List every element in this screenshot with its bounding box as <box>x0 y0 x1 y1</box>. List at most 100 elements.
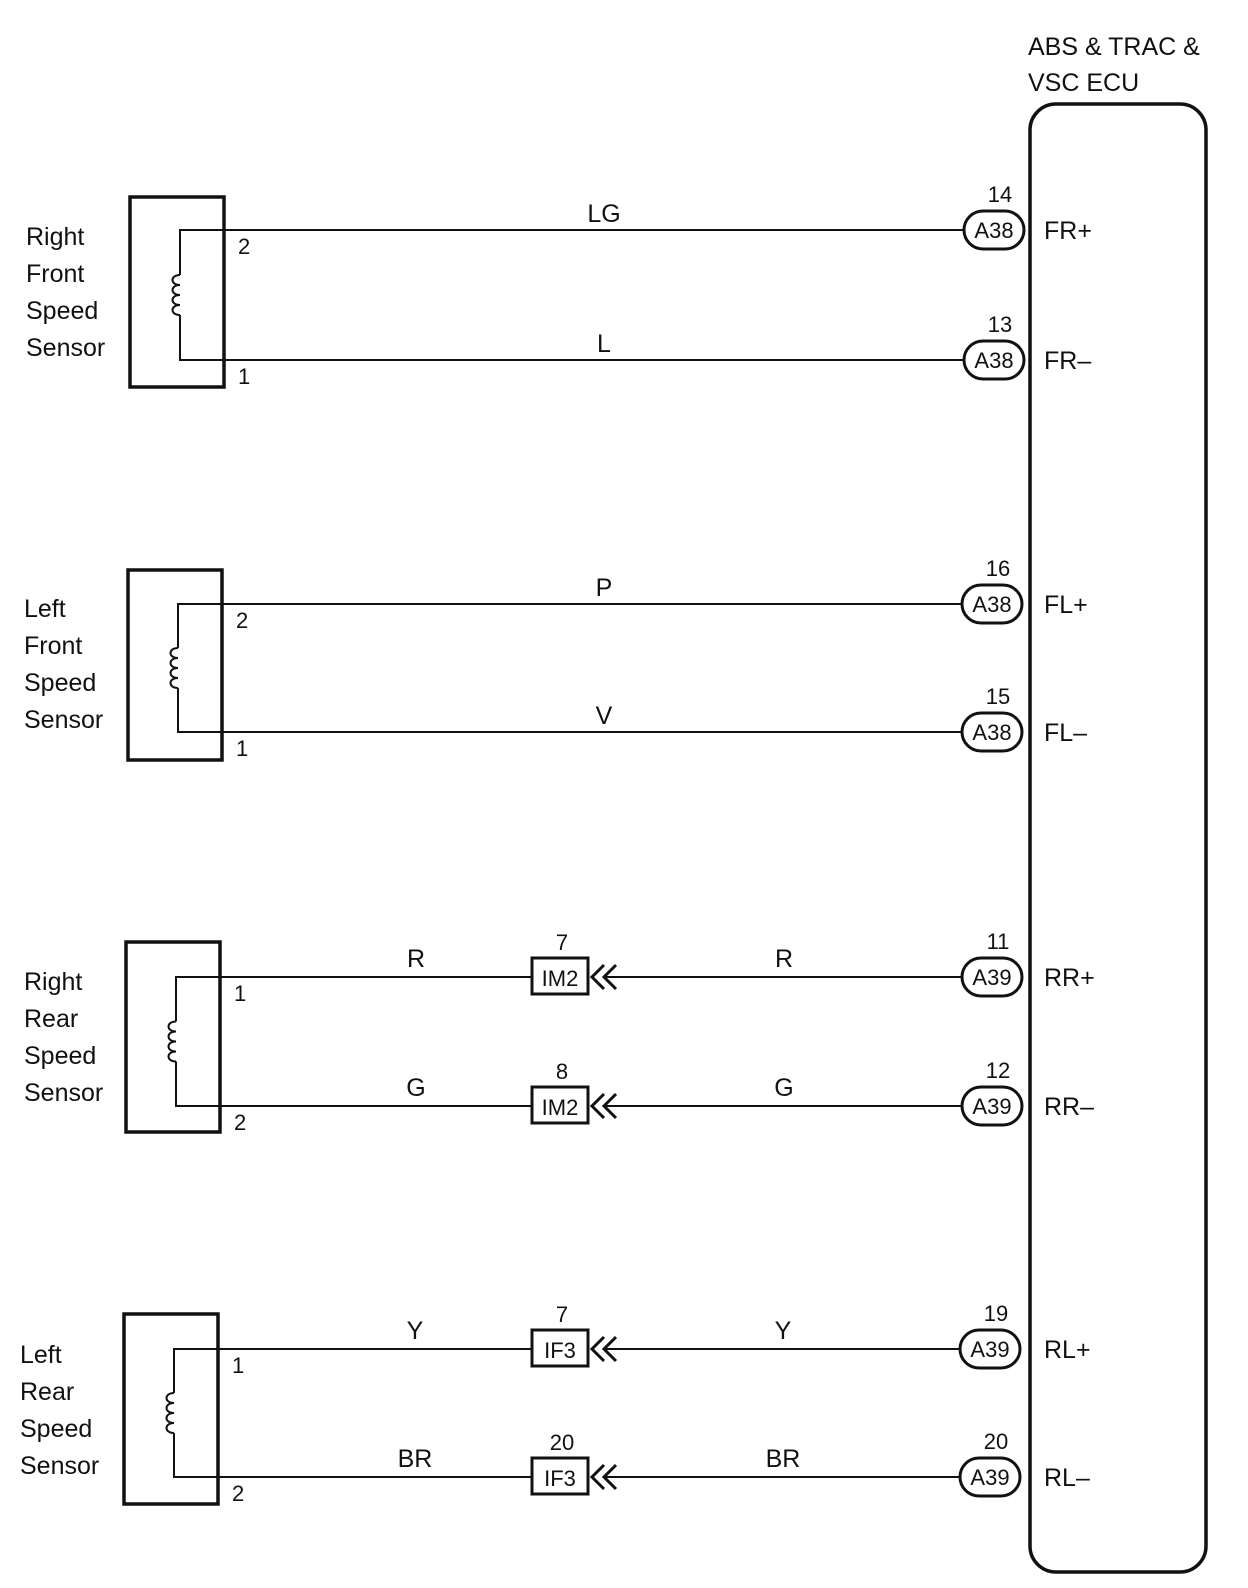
sensor-label-line: Speed <box>24 669 96 697</box>
coil-icon <box>167 1020 177 1063</box>
sensor-internal-wire <box>173 1348 218 1393</box>
ecu-terminal-name: FL+ <box>1044 591 1088 619</box>
sensor-label-line: Right <box>24 968 82 996</box>
inline-connector-box <box>530 956 590 996</box>
sensor-pin-number: 1 <box>238 364 250 389</box>
sensor-pin-number: 1 <box>234 981 246 1006</box>
ecu-pin-number: 12 <box>986 1058 1010 1083</box>
coil-icon <box>165 1392 175 1434</box>
sensor-box <box>128 195 226 389</box>
wire-color-label: L <box>597 330 611 358</box>
ecu-connector-code: A38 <box>974 218 1013 243</box>
sensor-label-line: Left <box>24 595 66 623</box>
ecu-pin-number: 13 <box>988 312 1012 337</box>
ecu-title-line2: VSC ECU <box>1028 69 1139 97</box>
ecu-connector-oval <box>960 1085 1024 1127</box>
ecu-pin-number: 20 <box>984 1429 1008 1454</box>
ecu-connector-oval <box>960 711 1024 753</box>
wire-color-label: V <box>596 702 613 730</box>
ecu-connector-code: A38 <box>974 348 1013 373</box>
inline-pin-number: 8 <box>556 1059 568 1084</box>
ecu-connector-code: A39 <box>972 965 1011 990</box>
inline-connector-code: IM2 <box>542 1095 579 1120</box>
sensor-pin-number: 1 <box>232 1353 244 1378</box>
wire-color-label: P <box>596 574 613 602</box>
sensor-label-line: Front <box>26 260 84 288</box>
sensor-internal-wire <box>173 1433 218 1478</box>
ecu-terminal-name: RL– <box>1044 1464 1090 1492</box>
sensor-label-line: Sensor <box>24 706 103 734</box>
sensor-label-line: Rear <box>20 1378 74 1406</box>
ecu-connector-code: A38 <box>972 592 1011 617</box>
sensor-internal-wire <box>175 976 220 1022</box>
ecu-connector-oval <box>958 1456 1022 1498</box>
sensor-internal-wire <box>177 688 222 733</box>
inline-connector-code: IF3 <box>544 1466 576 1491</box>
ecu-connector-code: A39 <box>970 1337 1009 1362</box>
sensor-label-line: Left <box>20 1341 62 1369</box>
sensor-box <box>124 940 222 1134</box>
ecu-pin-number: 14 <box>988 182 1012 207</box>
ecu-pin-number: 16 <box>986 556 1010 581</box>
ecu-connector-oval <box>962 339 1026 381</box>
sensor-label-line: Speed <box>26 297 98 325</box>
ecu-box <box>1028 102 1208 1574</box>
inline-connector-box <box>530 1456 590 1496</box>
ecu-connector-code: A38 <box>972 720 1011 745</box>
wire-color-label: R <box>775 945 793 973</box>
inline-connector-box <box>530 1085 590 1125</box>
connector-chevron-icon <box>589 1335 618 1363</box>
wire-color-label: Y <box>407 1317 424 1345</box>
inline-connector-code: IF3 <box>544 1338 576 1363</box>
ecu-pin-number: 19 <box>984 1301 1008 1326</box>
ecu-title-line1: ABS & TRAC & <box>1028 33 1200 61</box>
wire-color-label: BR <box>766 1445 801 1473</box>
sensor-label-line: Sensor <box>26 334 105 362</box>
inline-pin-number: 20 <box>550 1430 574 1455</box>
inline-connector-code: IM2 <box>542 966 579 991</box>
wire-color-label: BR <box>398 1445 433 1473</box>
ecu-terminal-name: FR+ <box>1044 217 1092 245</box>
sensor-internal-wire <box>179 315 224 361</box>
ecu-connector-code: A39 <box>972 1094 1011 1119</box>
wire-color-label: LG <box>587 200 620 228</box>
ecu-connector-oval <box>962 209 1026 251</box>
sensor-label-line: Speed <box>24 1042 96 1070</box>
sensor-pin-number: 1 <box>236 736 248 761</box>
wire-color-label: Y <box>775 1317 792 1345</box>
sensor-pin-number: 2 <box>232 1481 244 1506</box>
ecu-connector-oval <box>960 583 1024 625</box>
ecu-connector-code: A39 <box>970 1465 1009 1490</box>
sensor-label-line: Sensor <box>24 1079 103 1107</box>
wire-color-label: G <box>774 1074 793 1102</box>
ecu-connector-oval <box>958 1328 1022 1370</box>
connector-chevron-icon <box>589 1463 618 1491</box>
coil-icon <box>169 647 179 689</box>
connector-chevron-icon <box>589 1092 618 1120</box>
sensor-pin-number: 2 <box>238 234 250 259</box>
ecu-terminal-name: FR– <box>1044 347 1091 375</box>
sensor-internal-wire <box>175 1061 220 1107</box>
sensor-internal-wire <box>177 603 222 648</box>
inline-pin-number: 7 <box>556 930 568 955</box>
sensor-internal-wire <box>179 229 224 275</box>
sensor-pin-number: 2 <box>234 1110 246 1135</box>
ecu-terminal-name: FL– <box>1044 719 1087 747</box>
ecu-terminal-name: RR+ <box>1044 964 1095 992</box>
sensor-box <box>126 568 224 762</box>
sensor-label-line: Front <box>24 632 82 660</box>
sensor-label-line: Speed <box>20 1415 92 1443</box>
ecu-terminal-name: RL+ <box>1044 1336 1091 1364</box>
